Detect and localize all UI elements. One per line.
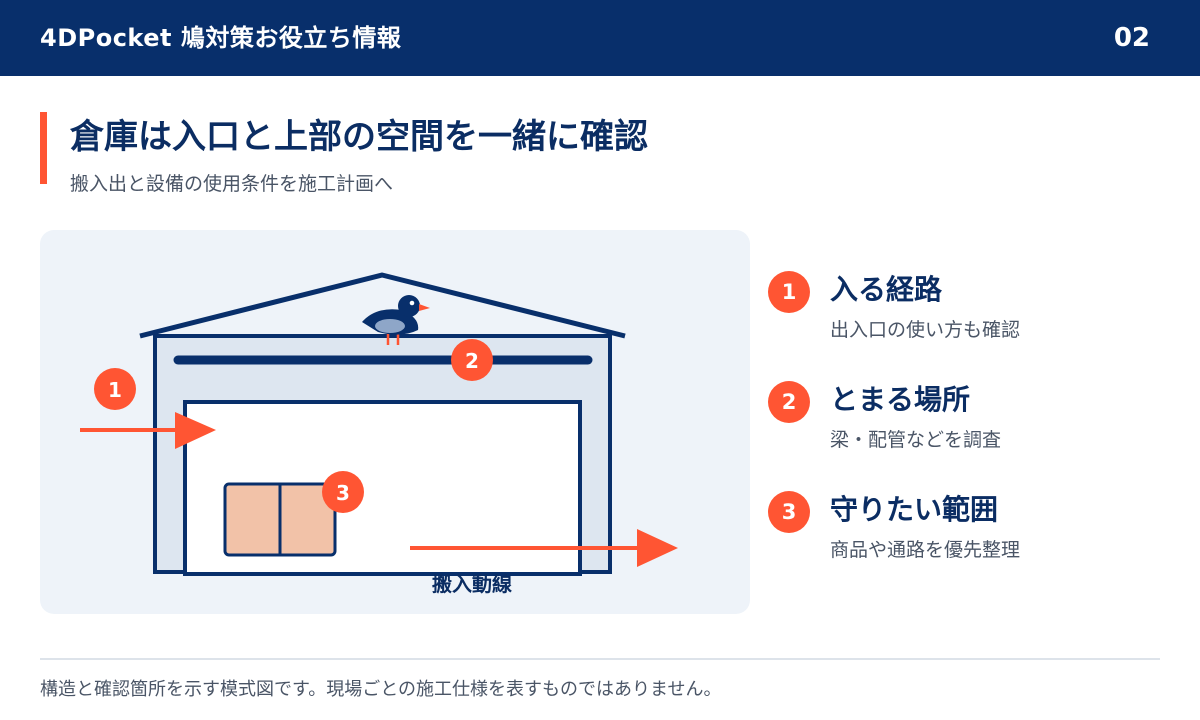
route-label: 搬入動線 [432,572,512,596]
footer-note: 構造と確認箇所を示す模式図です。現場ごとの施工仕様を表すものではありません。 [40,679,722,700]
title-accent-bar [40,112,47,184]
exit-arrow [410,529,678,567]
page-number: 02 [1113,23,1150,53]
legend-heading: 入る経路 [830,273,943,306]
legend-heading: 守りたい範囲 [830,493,999,526]
legend-number-badge: 2 [768,381,810,423]
page-subtitle: 搬入出と設備の使用条件を施工計画へ [70,173,394,195]
header-title: 4DPocket 鳩対策お役立ち情報 [40,24,402,52]
diagram-marker-3: 3 [322,471,364,513]
legend-item-route: 1 入る経路 出入口の使い方も確認 [768,268,1188,358]
legend-description: 出入口の使い方も確認 [830,319,1021,341]
warehouse-diagram: 1 2 3 搬入動線 [40,230,750,614]
diagram-marker-1-label: 1 [108,378,122,402]
warehouse-diagram-svg: 1 2 3 搬入動線 [80,272,678,596]
diagram-marker-2-label: 2 [465,349,479,373]
roof-outline [139,272,626,339]
cargo-boxes [223,482,337,557]
diagram-marker-3-label: 3 [336,481,350,505]
legend-number-badge: 1 [768,271,810,313]
page-title: 倉庫は入口と上部の空間を一緒に確認 [70,117,648,157]
legend-item-protect: 3 守りたい範囲 商品や通路を優先整理 [768,488,1188,578]
legend-heading: とまる場所 [830,383,971,416]
legend-description: 商品や通路を優先整理 [830,539,1021,561]
legend-description: 梁・配管などを調査 [830,429,1002,451]
legend-number-badge: 3 [768,491,810,533]
entry-arrow [80,412,216,449]
pigeon-icon [362,295,430,345]
diagram-marker-1: 1 [94,368,136,410]
diagram-marker-2: 2 [451,339,493,381]
footer-divider [40,658,1160,660]
legend-item-perch: 2 とまる場所 梁・配管などを調査 [768,378,1188,468]
header-bar: 4DPocket 鳩対策お役立ち情報 02 [0,0,1200,76]
